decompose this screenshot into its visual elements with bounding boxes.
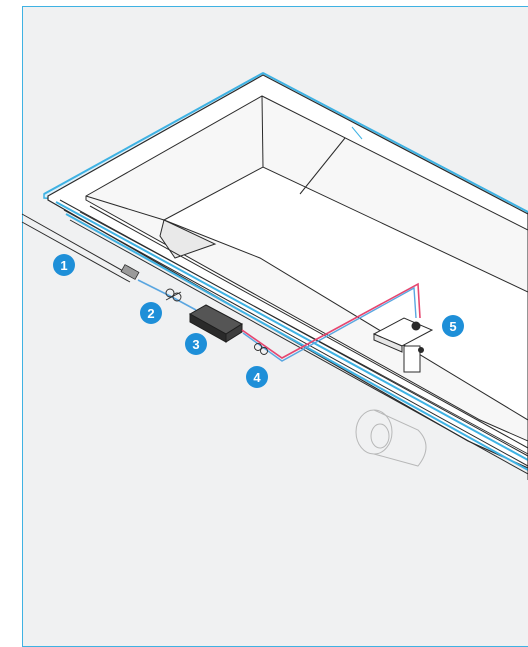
wire-out-blue [242,286,417,362]
driver-box-icon [188,304,244,343]
callout-3: 3 [185,333,207,355]
wire-out-red [241,282,421,359]
trim-joint [351,126,363,140]
cavity-edge-2 [85,195,165,221]
rail-trim-1 [55,201,528,461]
cavity-edge-3 [299,137,346,195]
callout-4: 4 [246,366,268,388]
cavity-edge-1 [261,95,264,168]
rail-2 [63,209,528,467]
sensor-icon [372,317,434,373]
rail-4 [89,205,528,449]
callout-5: 5 [442,315,464,337]
spotlight-icon [355,409,427,467]
rail-trim-2 [65,213,528,471]
callout-label: 3 [192,337,199,352]
cable-icon [21,213,140,283]
top-trim-left [43,72,264,195]
callout-2: 2 [140,302,162,324]
callout-label: 4 [253,370,261,385]
callout-label: 1 [60,258,67,273]
top-trim-right [262,72,528,213]
clip-icon [165,288,182,302]
callout-1: 1 [53,254,75,276]
rail-5 [79,211,528,455]
clip-icon [254,343,268,355]
rail-3 [69,219,528,475]
callout-label: 5 [449,319,456,334]
callout-label: 2 [147,306,154,321]
cavity-floor [162,166,528,421]
